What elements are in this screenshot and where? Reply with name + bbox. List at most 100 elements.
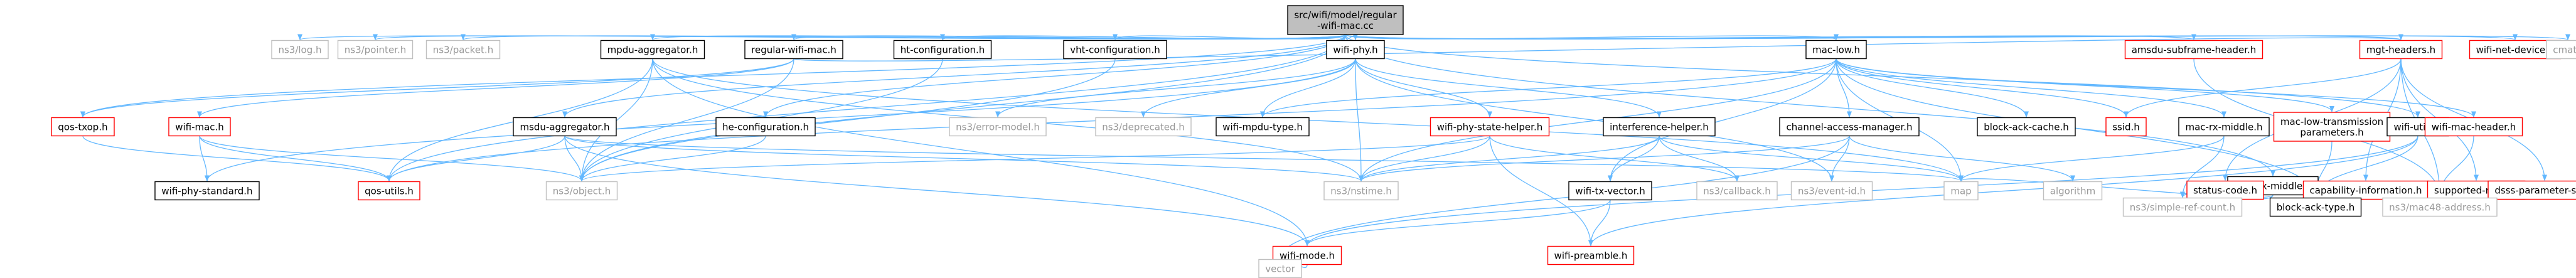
node-amsdu_hdr-label: amsdu-subframe-header.h bbox=[2132, 45, 2257, 56]
node-wifi_mac-box bbox=[168, 117, 231, 137]
node-callback: ns3/callback.h bbox=[1696, 181, 1778, 201]
node-wifi_phy[interactable]: wifi-phy.h bbox=[1326, 40, 1385, 60]
node-mpdu_agg-box bbox=[600, 40, 705, 60]
edge-root-to-tx_mid bbox=[1345, 34, 2275, 177]
node-err_model-label: ns3/error-model.h bbox=[956, 122, 1040, 133]
node-mpdu_agg-label: mpdu-aggregator.h bbox=[607, 45, 698, 56]
node-ssid-box bbox=[2105, 117, 2147, 137]
edge-phy_state-to-nstime bbox=[1359, 136, 1490, 182]
node-he_conf[interactable]: he-configuration.h bbox=[715, 117, 816, 137]
edge-mgt_hdr-to-ssid bbox=[2124, 58, 2402, 118]
node-root-label: src/wifi/model/regular bbox=[1294, 9, 1397, 21]
node-root[interactable]: src/wifi/model/regular-wifi-mac.cc bbox=[1287, 5, 1404, 35]
node-ba_cache-label: block-ack-cache.h bbox=[1984, 122, 2068, 133]
node-wifi_mac[interactable]: wifi-mac.h bbox=[168, 117, 231, 137]
node-deprecated: ns3/deprecated.h bbox=[1095, 117, 1192, 137]
node-callback-box bbox=[1696, 181, 1778, 201]
node-ht_conf-box bbox=[893, 40, 992, 60]
node-cmath: cmath bbox=[2546, 40, 2576, 60]
node-phy_state[interactable]: wifi-phy-state-helper.h bbox=[1430, 117, 1550, 137]
node-phy_state-label: wifi-phy-state-helper.h bbox=[1437, 122, 1542, 133]
edge-qos_txop-to-qos_utils bbox=[82, 136, 392, 182]
node-qos_utils[interactable]: qos-utils.h bbox=[358, 181, 420, 201]
node-amsdu_hdr[interactable]: amsdu-subframe-header.h bbox=[2124, 40, 2263, 60]
node-msdu_agg-box bbox=[513, 117, 617, 137]
node-qos_txop-label: qos-txop.h bbox=[58, 122, 107, 133]
node-mac_hdr-label: wifi-mac-header.h bbox=[2432, 122, 2516, 133]
node-log-label: ns3/log.h bbox=[278, 45, 321, 56]
node-srefcount: ns3/simple-ref-count.h bbox=[2122, 197, 2243, 217]
node-cap_info[interactable]: capability-information.h bbox=[2302, 180, 2429, 200]
edge-wifi_phy-to-interf bbox=[1355, 58, 1662, 118]
edge-root-to-qos_txop bbox=[80, 34, 1346, 118]
node-msdu_agg[interactable]: msdu-aggregator.h bbox=[513, 117, 617, 137]
node-ba_type[interactable]: block-ack-type.h bbox=[2269, 197, 2362, 217]
edge-interf-to-callback bbox=[1659, 136, 1740, 182]
edge-mac_low-to-ba_cache bbox=[1836, 58, 2029, 118]
node-phy_std-label: wifi-phy-standard.h bbox=[161, 186, 252, 197]
node-he_conf-label: he-configuration.h bbox=[722, 122, 809, 133]
node-cam[interactable]: channel-access-manager.h bbox=[1779, 117, 1920, 137]
node-qos_txop[interactable]: qos-txop.h bbox=[51, 117, 115, 137]
edge-wifi_phy-to-phy_state bbox=[1355, 58, 1492, 118]
node-qos_txop-box bbox=[51, 117, 115, 137]
node-preamble-box bbox=[1547, 245, 1635, 265]
edge-phy_state-to-preamble bbox=[1489, 136, 1593, 247]
node-event_id-box bbox=[1790, 181, 1873, 201]
node-log: ns3/log.h bbox=[271, 40, 329, 60]
node-vht_conf[interactable]: vht-configuration.h bbox=[1063, 40, 1167, 60]
node-status[interactable]: status-code.h bbox=[2186, 180, 2264, 200]
node-wifi_phy-label: wifi-phy.h bbox=[1333, 45, 1377, 56]
node-preamble[interactable]: wifi-preamble.h bbox=[1547, 245, 1635, 265]
edge-interf-to-map bbox=[1659, 136, 1964, 182]
node-ht_conf[interactable]: ht-configuration.h bbox=[893, 40, 992, 60]
node-object: ns3/object.h bbox=[545, 181, 618, 201]
node-wifi_mode[interactable]: wifi-mode.h bbox=[1272, 245, 1342, 265]
node-cap_info-box bbox=[2302, 180, 2429, 200]
edge-wifi_utils-to-preamble bbox=[1588, 136, 2418, 247]
node-mac_low[interactable]: mac-low.h bbox=[1805, 40, 1867, 60]
node-interf-box bbox=[1603, 117, 1716, 137]
node-mgt_hdr[interactable]: mgt-headers.h bbox=[2359, 40, 2443, 60]
node-mac_hdr[interactable]: wifi-mac-header.h bbox=[2424, 117, 2523, 137]
node-low_tx-label: parameters.h bbox=[2300, 127, 2363, 138]
edge-root-to-he_conf bbox=[763, 34, 1346, 118]
node-cmath-label: cmath bbox=[2553, 45, 2576, 56]
node-dsss[interactable]: dsss-parameter-set.h bbox=[2488, 180, 2576, 200]
edge-rx_mid-to-map bbox=[1959, 136, 2225, 182]
node-srefcount-label: ns3/simple-ref-count.h bbox=[2130, 202, 2235, 213]
node-nstime-label: ns3/nstime.h bbox=[1330, 186, 1391, 197]
edge-cam-to-nstime bbox=[1359, 136, 1850, 182]
node-wifi_mode-label: wifi-mode.h bbox=[1280, 250, 1335, 262]
edge-regular_mac-to-qos_txop bbox=[80, 58, 794, 118]
edge-msdu_agg-to-map bbox=[564, 135, 1964, 182]
node-rx_mid-label: mac-rx-middle.h bbox=[2185, 122, 2262, 133]
node-ba_cache[interactable]: block-ack-cache.h bbox=[1977, 117, 2076, 137]
node-interf-label: interference-helper.h bbox=[1610, 122, 1709, 133]
node-rx_mid[interactable]: mac-rx-middle.h bbox=[2178, 117, 2270, 137]
node-interf[interactable]: interference-helper.h bbox=[1603, 117, 1716, 137]
node-pointer: ns3/pointer.h bbox=[337, 40, 414, 60]
nodes-layer: src/wifi/model/regular-wifi-mac.cc ns3/lo… bbox=[51, 5, 2576, 278]
node-amsdu_hdr-box bbox=[2124, 40, 2263, 60]
node-msdu_agg-label: msdu-aggregator.h bbox=[520, 122, 609, 133]
node-mac48-label: ns3/mac48-address.h bbox=[2389, 202, 2491, 213]
node-mpdu_agg[interactable]: mpdu-aggregator.h bbox=[600, 40, 705, 60]
node-vht_conf-label: vht-configuration.h bbox=[1070, 45, 1160, 56]
node-ssid-label: ssid.h bbox=[2112, 122, 2140, 133]
node-err_model: ns3/error-model.h bbox=[949, 117, 1047, 137]
node-tx_vector[interactable]: wifi-tx-vector.h bbox=[1568, 181, 1652, 201]
edge-wifi_phy-to-mpdu_type bbox=[1260, 58, 1356, 118]
node-mpdu_type[interactable]: wifi-mpdu-type.h bbox=[1216, 117, 1310, 137]
node-regular_mac[interactable]: regular-wifi-mac.h bbox=[744, 40, 843, 60]
node-ssid[interactable]: ssid.h bbox=[2105, 117, 2147, 137]
node-ba_type-label: block-ack-type.h bbox=[2277, 202, 2355, 213]
node-deprecated-box bbox=[1095, 117, 1192, 137]
node-net_dev[interactable]: wifi-net-device.h bbox=[2469, 40, 2562, 60]
edge-wifi_phy-to-event_id bbox=[1355, 58, 1834, 182]
node-map-label: map bbox=[1950, 186, 1971, 197]
node-phy_std[interactable]: wifi-phy-standard.h bbox=[154, 181, 260, 201]
edge-rx_mid-to-srefcount bbox=[2180, 136, 2225, 198]
